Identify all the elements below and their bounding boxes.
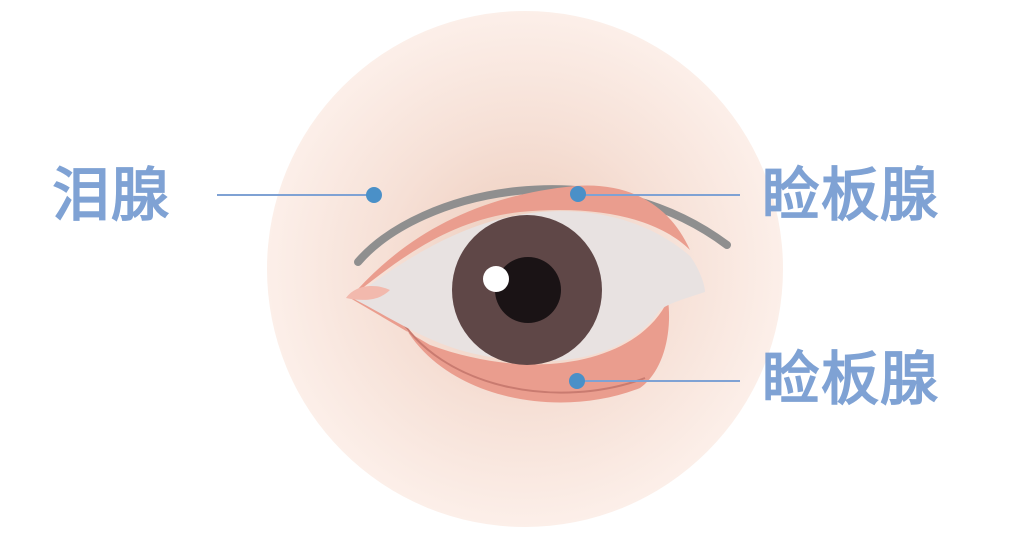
label-lacrimal-gland: 泪腺 <box>52 161 171 229</box>
inner-corner <box>346 286 390 300</box>
lid-crease-line <box>354 185 731 266</box>
label-tarsal-gland-upper: 睑板腺 <box>762 161 940 229</box>
label-tarsal-gland-lower: 睑板腺 <box>762 345 940 413</box>
eye-highlight <box>483 266 509 292</box>
upper-eyelid <box>350 185 690 298</box>
lower-eyelid <box>350 295 670 403</box>
pupil <box>495 257 561 323</box>
marker-dot-tarsal-lower <box>569 373 585 389</box>
marker-dot-lacrimal <box>366 187 382 203</box>
marker-dot-tarsal-upper <box>570 186 586 202</box>
lower-lid-line <box>395 311 646 394</box>
